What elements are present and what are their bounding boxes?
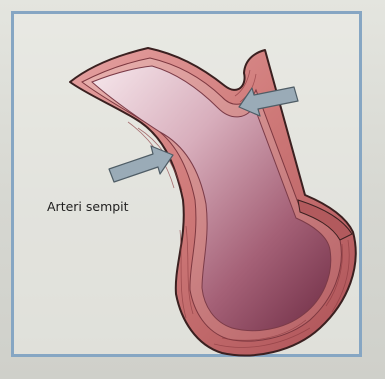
arrow-pointing-right-up-icon (109, 146, 173, 182)
artery-label: Arteri sempit (47, 199, 129, 214)
